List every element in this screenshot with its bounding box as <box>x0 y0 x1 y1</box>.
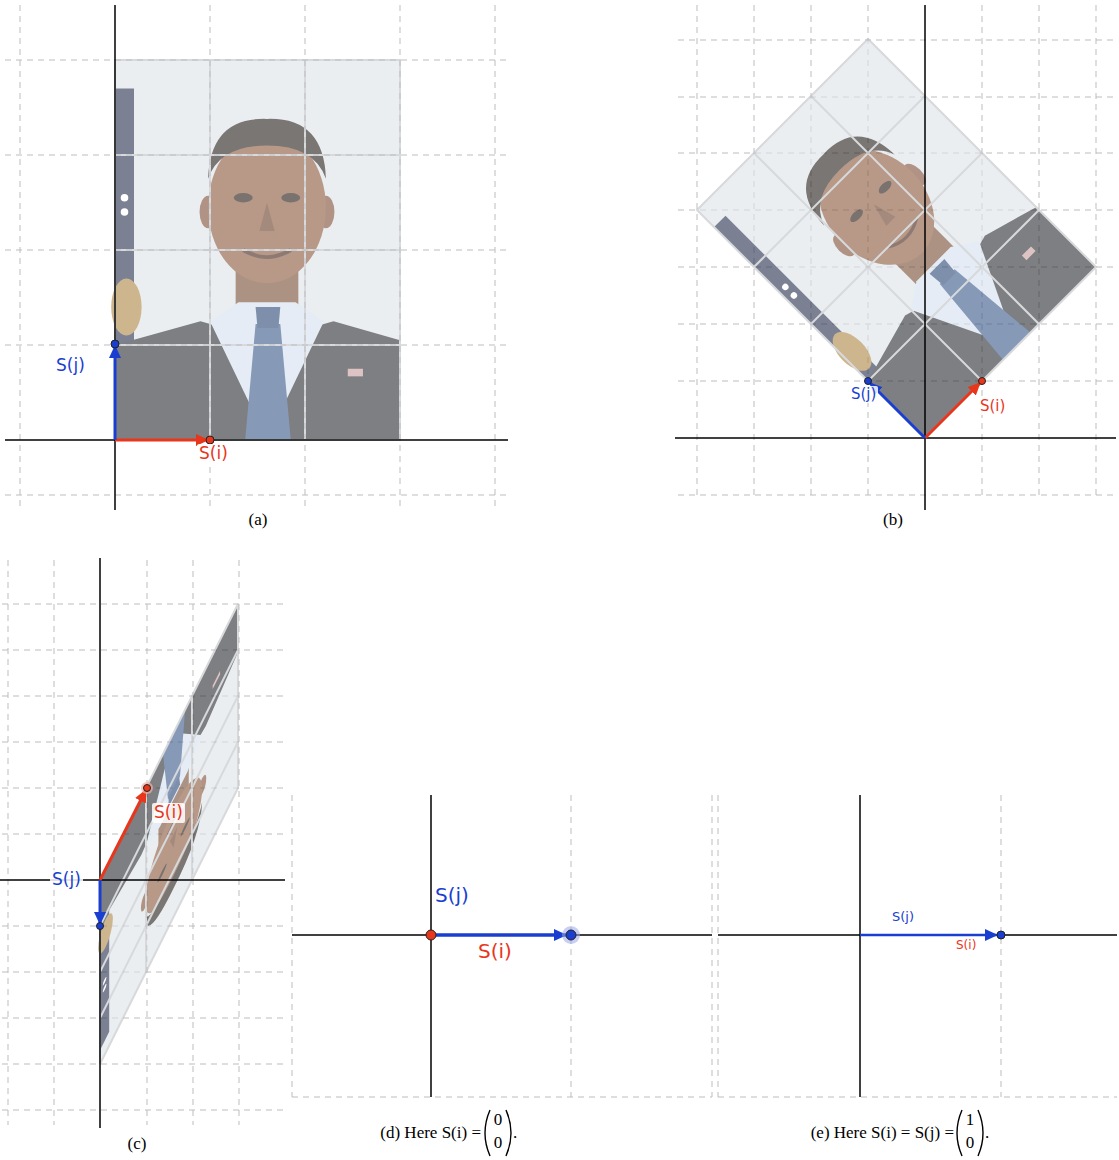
vector-label: S(j) <box>50 870 83 890</box>
panel-caption: (d) Here S(i) = <box>380 1123 481 1143</box>
panel-caption: (a) <box>249 510 268 530</box>
vector-label: S(i) <box>954 939 978 953</box>
vector-label: S(i) <box>978 398 1007 415</box>
panel-caption: (b) <box>883 510 903 530</box>
photo <box>111 60 400 440</box>
matrix-entry: 1 <box>966 1110 975 1130</box>
vector-label: S(i) <box>476 940 514 963</box>
vector-label: S(i) <box>152 803 185 823</box>
photo <box>695 39 1096 440</box>
matrix-entry: 0 <box>966 1133 975 1153</box>
photo <box>98 604 238 1068</box>
panel-caption: (e) Here S(i) = S(j) = <box>811 1123 954 1143</box>
matrix-entry: 0 <box>494 1110 503 1130</box>
panel-c <box>0 558 285 1128</box>
vector-label: S(i) <box>197 444 230 464</box>
vector-label: S(j) <box>433 884 471 907</box>
vector-label: S(j) <box>849 386 878 403</box>
panel-e <box>718 795 1117 1156</box>
caption-period: . <box>985 1123 989 1143</box>
panel-caption: (c) <box>128 1134 147 1154</box>
panel-d <box>292 795 712 1156</box>
matrix-entry: 0 <box>494 1133 503 1153</box>
panel-a <box>5 5 508 510</box>
vector-label: S(j) <box>54 356 87 376</box>
vector-label: S(j) <box>890 910 916 925</box>
panel-b <box>675 5 1116 510</box>
caption-period: . <box>513 1123 517 1143</box>
